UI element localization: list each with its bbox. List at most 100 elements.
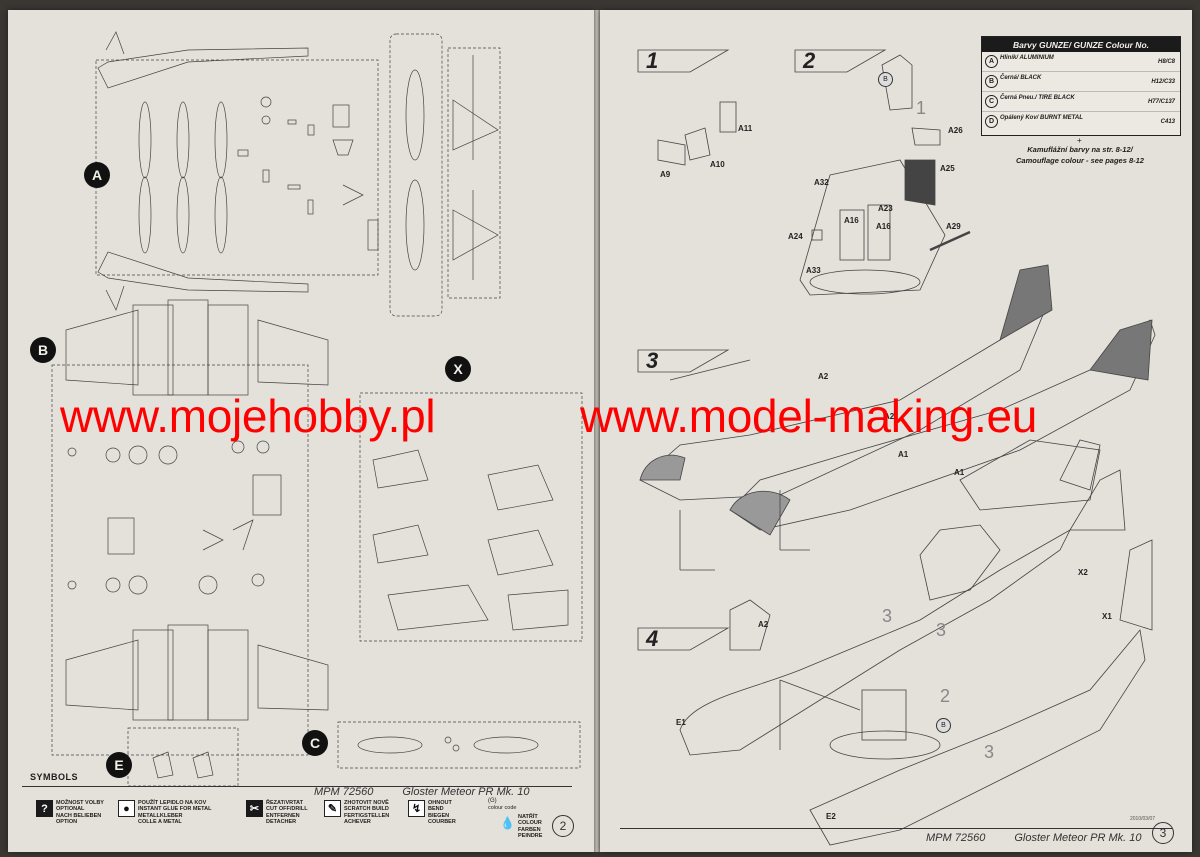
colour-letter: C [985, 95, 998, 108]
symbol-bend-line: BIEGEN [428, 812, 450, 819]
symbol-bend-line: BEND [428, 806, 444, 813]
camouflage-note: Kamuflážní barvy na str. 8-12/ Camouflag… [981, 144, 1179, 166]
step-1-wedge [637, 49, 730, 73]
part-e2: E2 [826, 812, 836, 821]
symbol-cut-line: DETACHER [266, 819, 297, 826]
colour-code-line: PEINDRE [518, 833, 543, 840]
colour-name: Černá/ BLACK [1000, 75, 1042, 81]
step-3-number: 3 [646, 348, 659, 373]
colour-letter: B [985, 75, 998, 88]
symbol-scratch-line: ACHEVER [344, 819, 371, 826]
colour-name: Černá Pneu./ TIRE BLACK [1000, 95, 1075, 101]
fuselage-half-lower [729, 319, 1156, 531]
part-a23: A23 [878, 204, 893, 213]
step-4-wedge [637, 627, 730, 651]
glue-badge-step4: B [936, 718, 951, 733]
camouflage-note-cz: Kamuflážní barvy na str. 8-12/ [1027, 145, 1133, 154]
colour-code: C413 [1160, 119, 1175, 125]
step-ref-2: 2 [940, 686, 951, 706]
part-a25: A25 [940, 164, 955, 173]
colour-legend: Barvy GUNZE/ GUNZE Colour No. A Hliník/ … [981, 36, 1181, 136]
colour-row-a: A Hliník/ ALUMINIUM H8/C8 [982, 52, 1180, 72]
colour-code-letter: (G) [488, 798, 497, 804]
symbol-cut-line: ŘEZAT/VRTAT [266, 800, 303, 806]
symbol-bend: ↯ OHNOUT BEND BIEGEN COURBER [408, 800, 456, 826]
step-ref-3c: 3 [984, 742, 995, 762]
part-a2-upper: A2 [818, 372, 829, 381]
part-a2-middle: A2 [884, 412, 895, 421]
colour-letter: A [985, 55, 998, 68]
part-a24: A24 [788, 232, 803, 241]
symbol-optional-line: OPTIONAL [56, 806, 85, 813]
part-a29: A29 [946, 222, 961, 231]
right-page-number: 3 [1152, 822, 1174, 844]
colour-code: H12/C33 [1151, 79, 1175, 85]
part-a1-right: A1 [954, 468, 965, 477]
part-a33: A33 [806, 266, 821, 275]
colour-legend-title: Barvy GUNZE/ GUNZE Colour No. [982, 37, 1180, 52]
left-model-name: Gloster Meteor PR Mk. 10 [402, 786, 530, 798]
sprue-label-c: C [302, 730, 328, 756]
symbol-optional-line: NACH BELIEBEN [56, 812, 102, 819]
part-a32: A32 [814, 178, 829, 187]
part-a9: A9 [660, 170, 671, 179]
symbol-scratch-line: ZHOTOVIT NOVĚ [344, 800, 389, 806]
fuselage-top [97, 47, 309, 89]
sprue-c-frame [337, 721, 581, 769]
watermark-left: www.mojehobby.pl [60, 390, 436, 442]
part-a10: A10 [710, 160, 725, 169]
sprue-a-frame [95, 59, 379, 276]
right-footer-rule [620, 828, 1172, 829]
colour-code-line: FARBEN [518, 826, 541, 833]
symbol-cut-line: ENTFERNEN [266, 812, 300, 819]
step-2-number: 2 [803, 48, 816, 73]
symbol-bend-line: COURBER [428, 819, 456, 826]
sprue-e-frame [127, 727, 239, 787]
sprue-label-e: E [106, 752, 132, 778]
camouflage-note-en: Camouflage colour - see pages 8-12 [1016, 156, 1144, 165]
part-a1-left: A1 [898, 450, 909, 459]
step-1-number: 1 [646, 48, 659, 73]
sprue-a-side-frame [389, 33, 443, 317]
watermark: www.mojehobby.pl www.model-making.eu [0, 388, 1200, 444]
step-4-label: 4 [640, 626, 732, 651]
part-e1: E1 [676, 718, 686, 727]
right-page: 1 2 3 4 Barvy GUNZE/ GUNZE Colour No. A … [600, 10, 1192, 852]
symbol-cut-line: CUT OFF/DRILL [266, 806, 308, 813]
assembly-drawings [637, 49, 1156, 846]
right-model-line: MPM 72560 Gloster Meteor PR Mk. 10 [926, 832, 1142, 844]
right-model-number: MPM 72560 [926, 832, 986, 844]
colour-code-line: COLOUR [518, 820, 542, 827]
step-1-label: 1 [640, 48, 732, 73]
bend-icon: ↯ [408, 800, 425, 817]
part-a16-right: A16 [876, 222, 891, 231]
symbol-scratch-line: SCRATCH BUILD [344, 806, 389, 813]
symbols-title: SYMBOLS [30, 772, 79, 782]
colour-letter: D [985, 115, 998, 128]
glue-badge-step2: B [878, 72, 893, 87]
sprue-drawings [51, 31, 583, 787]
left-page: A B X C E SYMBOLS MPM 72560 Gloster Mete… [8, 10, 594, 852]
symbol-metal-glue: ● POUŽÍT LEPIDLO NA KOV INSTANT GLUE FOR… [118, 800, 211, 826]
sprue-x-frame [359, 392, 583, 642]
right-model-name: Gloster Meteor PR Mk. 10 [1014, 832, 1142, 844]
step-ref-1: 1 [916, 98, 927, 118]
step-2-label: 2 [797, 48, 889, 73]
symbol-optional-line: OPTION [56, 819, 78, 826]
sprue-label-a: A [84, 162, 110, 188]
glue-drop-icon: ● [118, 800, 135, 817]
question-icon: ? [36, 800, 53, 817]
legend-plus: + [1077, 136, 1082, 145]
step-4-number: 4 [646, 626, 659, 651]
colour-row-b: B Černá/ BLACK H12/C33 [982, 72, 1180, 92]
step-3-label: 3 [640, 348, 732, 373]
left-model-line: MPM 72560 Gloster Meteor PR Mk. 10 [314, 786, 530, 798]
fuselage-bottom [97, 251, 309, 293]
part-a26: A26 [948, 126, 963, 135]
colour-name: Hliník/ ALUMINIUM [1000, 55, 1054, 61]
symbol-optional-line: MOŽNOST VOLBY [56, 800, 104, 806]
symbol-cut-off: ✂ ŘEZAT/VRTAT CUT OFF/DRILL ENTFERNEN DE… [246, 800, 308, 826]
drop-icon: 💧 [500, 816, 515, 830]
part-a11: A11 [738, 124, 753, 133]
part-x1: X1 [1102, 612, 1112, 621]
